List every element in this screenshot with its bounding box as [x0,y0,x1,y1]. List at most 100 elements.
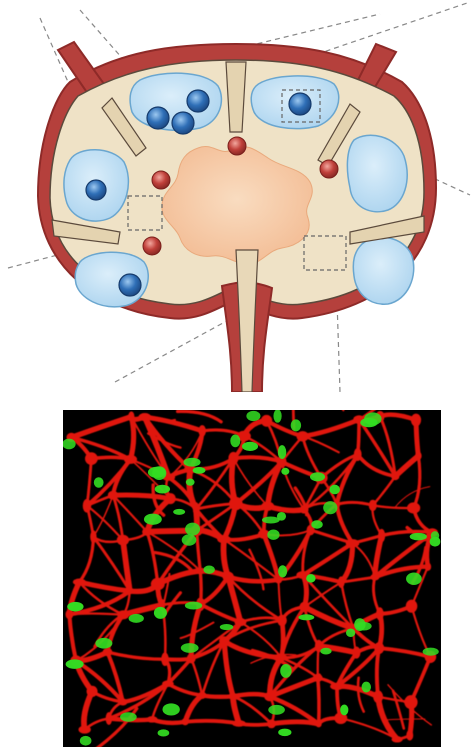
green-cell [155,485,170,494]
network-node [146,716,157,723]
network-node [73,579,86,586]
network-node [138,413,151,421]
green-cell [430,537,441,547]
network-node [300,505,309,513]
green-cell [80,736,92,746]
network-node [316,721,322,727]
green-cell [320,648,331,655]
green-cell [262,516,280,523]
red-cell [320,160,338,178]
network-node [261,415,272,427]
network-node [117,535,129,546]
green-cell [298,614,314,620]
network-node [374,642,384,654]
green-cell [154,607,167,619]
green-cell [120,712,137,721]
network-node [142,528,152,536]
red-cell [143,237,161,255]
green-cell [183,458,200,467]
network-node [108,491,118,500]
network-node [338,576,345,588]
network-node [165,493,176,504]
green-cell [323,501,337,514]
network-node [229,497,243,510]
network-node [128,411,134,422]
green-cell [406,573,422,585]
green-cell [311,520,322,528]
network-fiber [69,614,123,615]
network-node [370,574,379,580]
network-node [330,683,344,690]
green-cell [242,442,258,451]
green-cell [267,530,279,540]
green-cell [181,643,199,653]
blue-cell [172,112,194,134]
green-cell [193,467,206,474]
green-cell [148,467,166,478]
green-cell [246,411,260,421]
network-node [275,654,288,660]
green-cell [291,419,301,431]
green-cell [278,565,287,577]
green-cell [162,703,179,715]
network-node [161,652,169,666]
green-cell [310,472,325,481]
network-node [297,431,309,441]
network-node [117,610,129,619]
green-cell [278,729,291,737]
green-cell [144,514,162,525]
green-cell [340,704,348,715]
blue-cell [187,90,209,112]
blue-cell [289,93,311,115]
red-cell [228,137,246,155]
green-cell [281,468,289,475]
network-node [415,451,422,460]
network-node [106,712,113,725]
blue-cell [86,180,106,200]
green-cell [220,624,234,630]
network-node [103,648,113,656]
green-cell [410,533,427,541]
network-node [391,736,402,742]
network-node [352,647,360,659]
network-node [404,695,417,709]
network-node [162,680,174,687]
network-node [354,448,362,461]
green-cell [362,682,371,693]
network-node [277,615,287,626]
network-fiber [271,722,318,724]
green-cell [306,574,315,582]
green-cell [66,659,84,668]
network-node [228,452,238,465]
red-cell [152,171,170,189]
network-node [181,718,188,725]
green-cell [280,664,291,678]
network-node [373,690,383,703]
network-fiber [318,678,319,724]
green-cell [185,523,200,536]
green-cell [185,602,202,610]
blue-cell [147,107,169,129]
green-cell [278,445,286,459]
green-cell [173,509,185,515]
network-node [378,529,385,542]
network-node [198,692,206,699]
fluorescence-micrograph [63,410,441,747]
network-node [151,578,165,591]
network-node [193,502,199,516]
network-node [118,699,127,706]
network-node [124,455,137,464]
network-node [217,535,231,543]
green-cell [186,479,195,486]
network-node [90,530,96,543]
green-cell [356,622,372,631]
network-node [411,414,421,427]
green-cell [277,512,286,521]
lymph-node-illustration [0,0,472,392]
network-node [78,726,90,734]
network-node [406,730,413,741]
network-node [313,674,323,682]
green-cell [158,729,170,736]
trabecula-top [226,62,246,132]
network-node [267,719,276,728]
